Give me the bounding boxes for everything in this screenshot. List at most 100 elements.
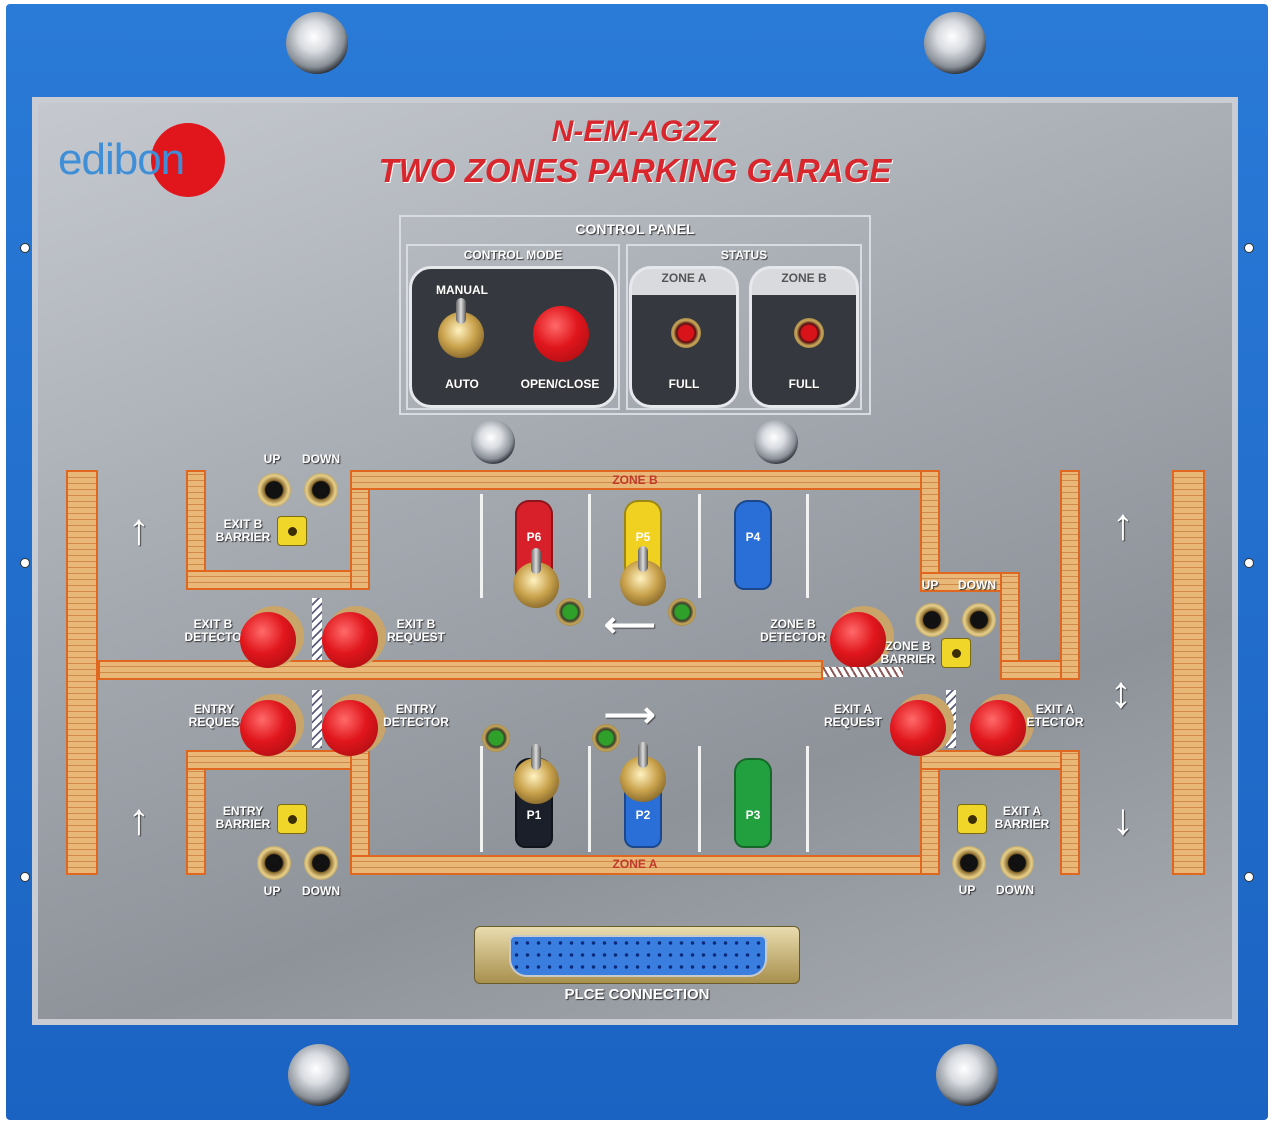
exit-b-up-jack[interactable] bbox=[257, 473, 291, 507]
zone-b-up-jack[interactable] bbox=[915, 603, 949, 637]
exit-a-detector-button[interactable] bbox=[970, 700, 1026, 756]
arrow-right-icon: ⟶ bbox=[604, 694, 656, 735]
arrow-up-icon: ↑ bbox=[128, 795, 150, 844]
exit-b-down-jack[interactable] bbox=[304, 473, 338, 507]
zone-b-barrier-label: ZONE B BARRIER bbox=[880, 639, 936, 666]
mount-hole-icon bbox=[1244, 558, 1254, 568]
car-p3: P3 bbox=[734, 758, 772, 848]
edibon-logo: edibon bbox=[58, 123, 225, 197]
screw-icon bbox=[286, 12, 348, 74]
control-panel-title: CONTROL PANEL bbox=[575, 221, 695, 237]
exit-b-barrier-label: EXIT B BARRIER bbox=[215, 517, 271, 544]
entry-request-label: ENTRY REQUES bbox=[188, 702, 240, 729]
exit-a-up-label: UP bbox=[958, 883, 976, 897]
open-close-label: OPEN/CLOSE bbox=[520, 377, 600, 391]
brick-wall bbox=[98, 660, 823, 680]
entry-request-button[interactable] bbox=[240, 700, 296, 756]
arrow-up-down-icon: ↕ bbox=[1110, 668, 1132, 717]
exit-a-request-button[interactable] bbox=[890, 700, 946, 756]
exit-b-detector-label: EXIT B DETECTO bbox=[184, 617, 242, 644]
zone-a-status-label: ZONE A bbox=[661, 271, 707, 285]
open-close-button[interactable] bbox=[533, 306, 589, 362]
car-label: P1 bbox=[526, 808, 542, 822]
car-label: P6 bbox=[526, 530, 542, 544]
exit-b-request-button[interactable] bbox=[322, 612, 378, 668]
status-section bbox=[626, 244, 862, 410]
zone-b-status-label: ZONE B bbox=[781, 271, 827, 285]
auto-label: AUTO bbox=[445, 377, 479, 391]
entry-barrier-label: ENTRY BARRIER bbox=[215, 804, 271, 831]
brick-wall bbox=[1060, 750, 1080, 875]
mode-toggle-switch[interactable] bbox=[438, 298, 484, 358]
entry-up-label: UP bbox=[263, 884, 281, 898]
exit-a-down-label: DOWN bbox=[996, 883, 1034, 897]
arrow-left-icon: ⟵ bbox=[604, 604, 656, 645]
zone-a-label: ZONE A bbox=[612, 857, 658, 871]
zone-a-full-label: FULL bbox=[668, 377, 700, 391]
arrow-up-icon: ↑ bbox=[128, 505, 150, 554]
p5-toggle-switch[interactable] bbox=[620, 546, 666, 606]
zone-b-gate bbox=[823, 667, 903, 677]
exit-a-gate bbox=[946, 690, 956, 748]
p2-toggle-switch[interactable] bbox=[620, 742, 666, 802]
zone-a-full-led bbox=[671, 318, 701, 348]
entry-barrier bbox=[277, 804, 307, 834]
control-panel bbox=[399, 215, 871, 415]
car-label: P4 bbox=[745, 530, 761, 544]
mount-hole-icon bbox=[20, 872, 30, 882]
exit-a-detector-label: EXIT A ETECTOR bbox=[1026, 702, 1084, 729]
mount-hole-icon bbox=[1244, 872, 1254, 882]
zone-a-led bbox=[592, 724, 620, 752]
zone-b-detector-button[interactable] bbox=[830, 612, 886, 668]
screw-icon bbox=[936, 1044, 998, 1106]
screw-icon bbox=[754, 420, 798, 464]
mount-hole-icon bbox=[20, 558, 30, 568]
brick-wall bbox=[1060, 470, 1080, 680]
entry-down-jack[interactable] bbox=[304, 846, 338, 880]
entry-gate bbox=[312, 690, 322, 748]
brick-wall bbox=[66, 470, 98, 875]
parking-line bbox=[806, 746, 809, 852]
brick-wall bbox=[1172, 470, 1205, 875]
zone-b-down-label: DOWN bbox=[958, 578, 996, 592]
exit-b-barrier bbox=[277, 516, 307, 546]
control-mode-title: CONTROL MODE bbox=[463, 248, 563, 262]
parking-line bbox=[480, 494, 483, 598]
screw-icon bbox=[288, 1044, 350, 1106]
exit-b-down-label: DOWN bbox=[302, 452, 340, 466]
exit-b-gate bbox=[312, 598, 322, 660]
plce-connector[interactable] bbox=[474, 926, 800, 984]
screw-icon bbox=[471, 420, 515, 464]
control-mode-section bbox=[406, 244, 620, 410]
parking-line bbox=[806, 494, 809, 598]
exit-b-detector-button[interactable] bbox=[240, 612, 296, 668]
arrow-up-icon: ↑ bbox=[1112, 500, 1134, 549]
mount-hole-icon bbox=[20, 243, 30, 253]
screw-icon bbox=[924, 12, 986, 74]
exit-a-down-jack[interactable] bbox=[1000, 846, 1034, 880]
exit-a-up-jack[interactable] bbox=[952, 846, 986, 880]
zone-b-up-label: UP bbox=[921, 578, 939, 592]
entry-detector-button[interactable] bbox=[322, 700, 378, 756]
zone-b-barrier bbox=[941, 638, 971, 668]
model-number: N-EM-AG2Z bbox=[551, 115, 719, 148]
parking-line bbox=[588, 746, 591, 852]
page-title: TWO ZONES PARKING GARAGE bbox=[378, 152, 892, 189]
zone-b-full-label: FULL bbox=[788, 377, 820, 391]
zone-b-down-jack[interactable] bbox=[962, 603, 996, 637]
zone-b-led bbox=[556, 598, 584, 626]
zone-b-full-led bbox=[794, 318, 824, 348]
logo-text: edibon bbox=[58, 135, 185, 184]
p1-toggle-switch[interactable] bbox=[513, 744, 559, 804]
mount-hole-icon bbox=[1244, 243, 1254, 253]
p6-toggle-switch[interactable] bbox=[513, 548, 559, 608]
exit-a-barrier-label: EXIT A BARRIER bbox=[994, 804, 1050, 831]
zone-b-label: ZONE B bbox=[612, 473, 658, 487]
parking-line bbox=[480, 746, 483, 852]
car-label: P5 bbox=[635, 530, 651, 544]
zone-b-led bbox=[668, 598, 696, 626]
entry-up-jack[interactable] bbox=[257, 846, 291, 880]
plce-connection-label: PLCE CONNECTION bbox=[564, 986, 710, 1003]
parking-line bbox=[698, 746, 701, 852]
exit-a-barrier bbox=[957, 804, 987, 834]
